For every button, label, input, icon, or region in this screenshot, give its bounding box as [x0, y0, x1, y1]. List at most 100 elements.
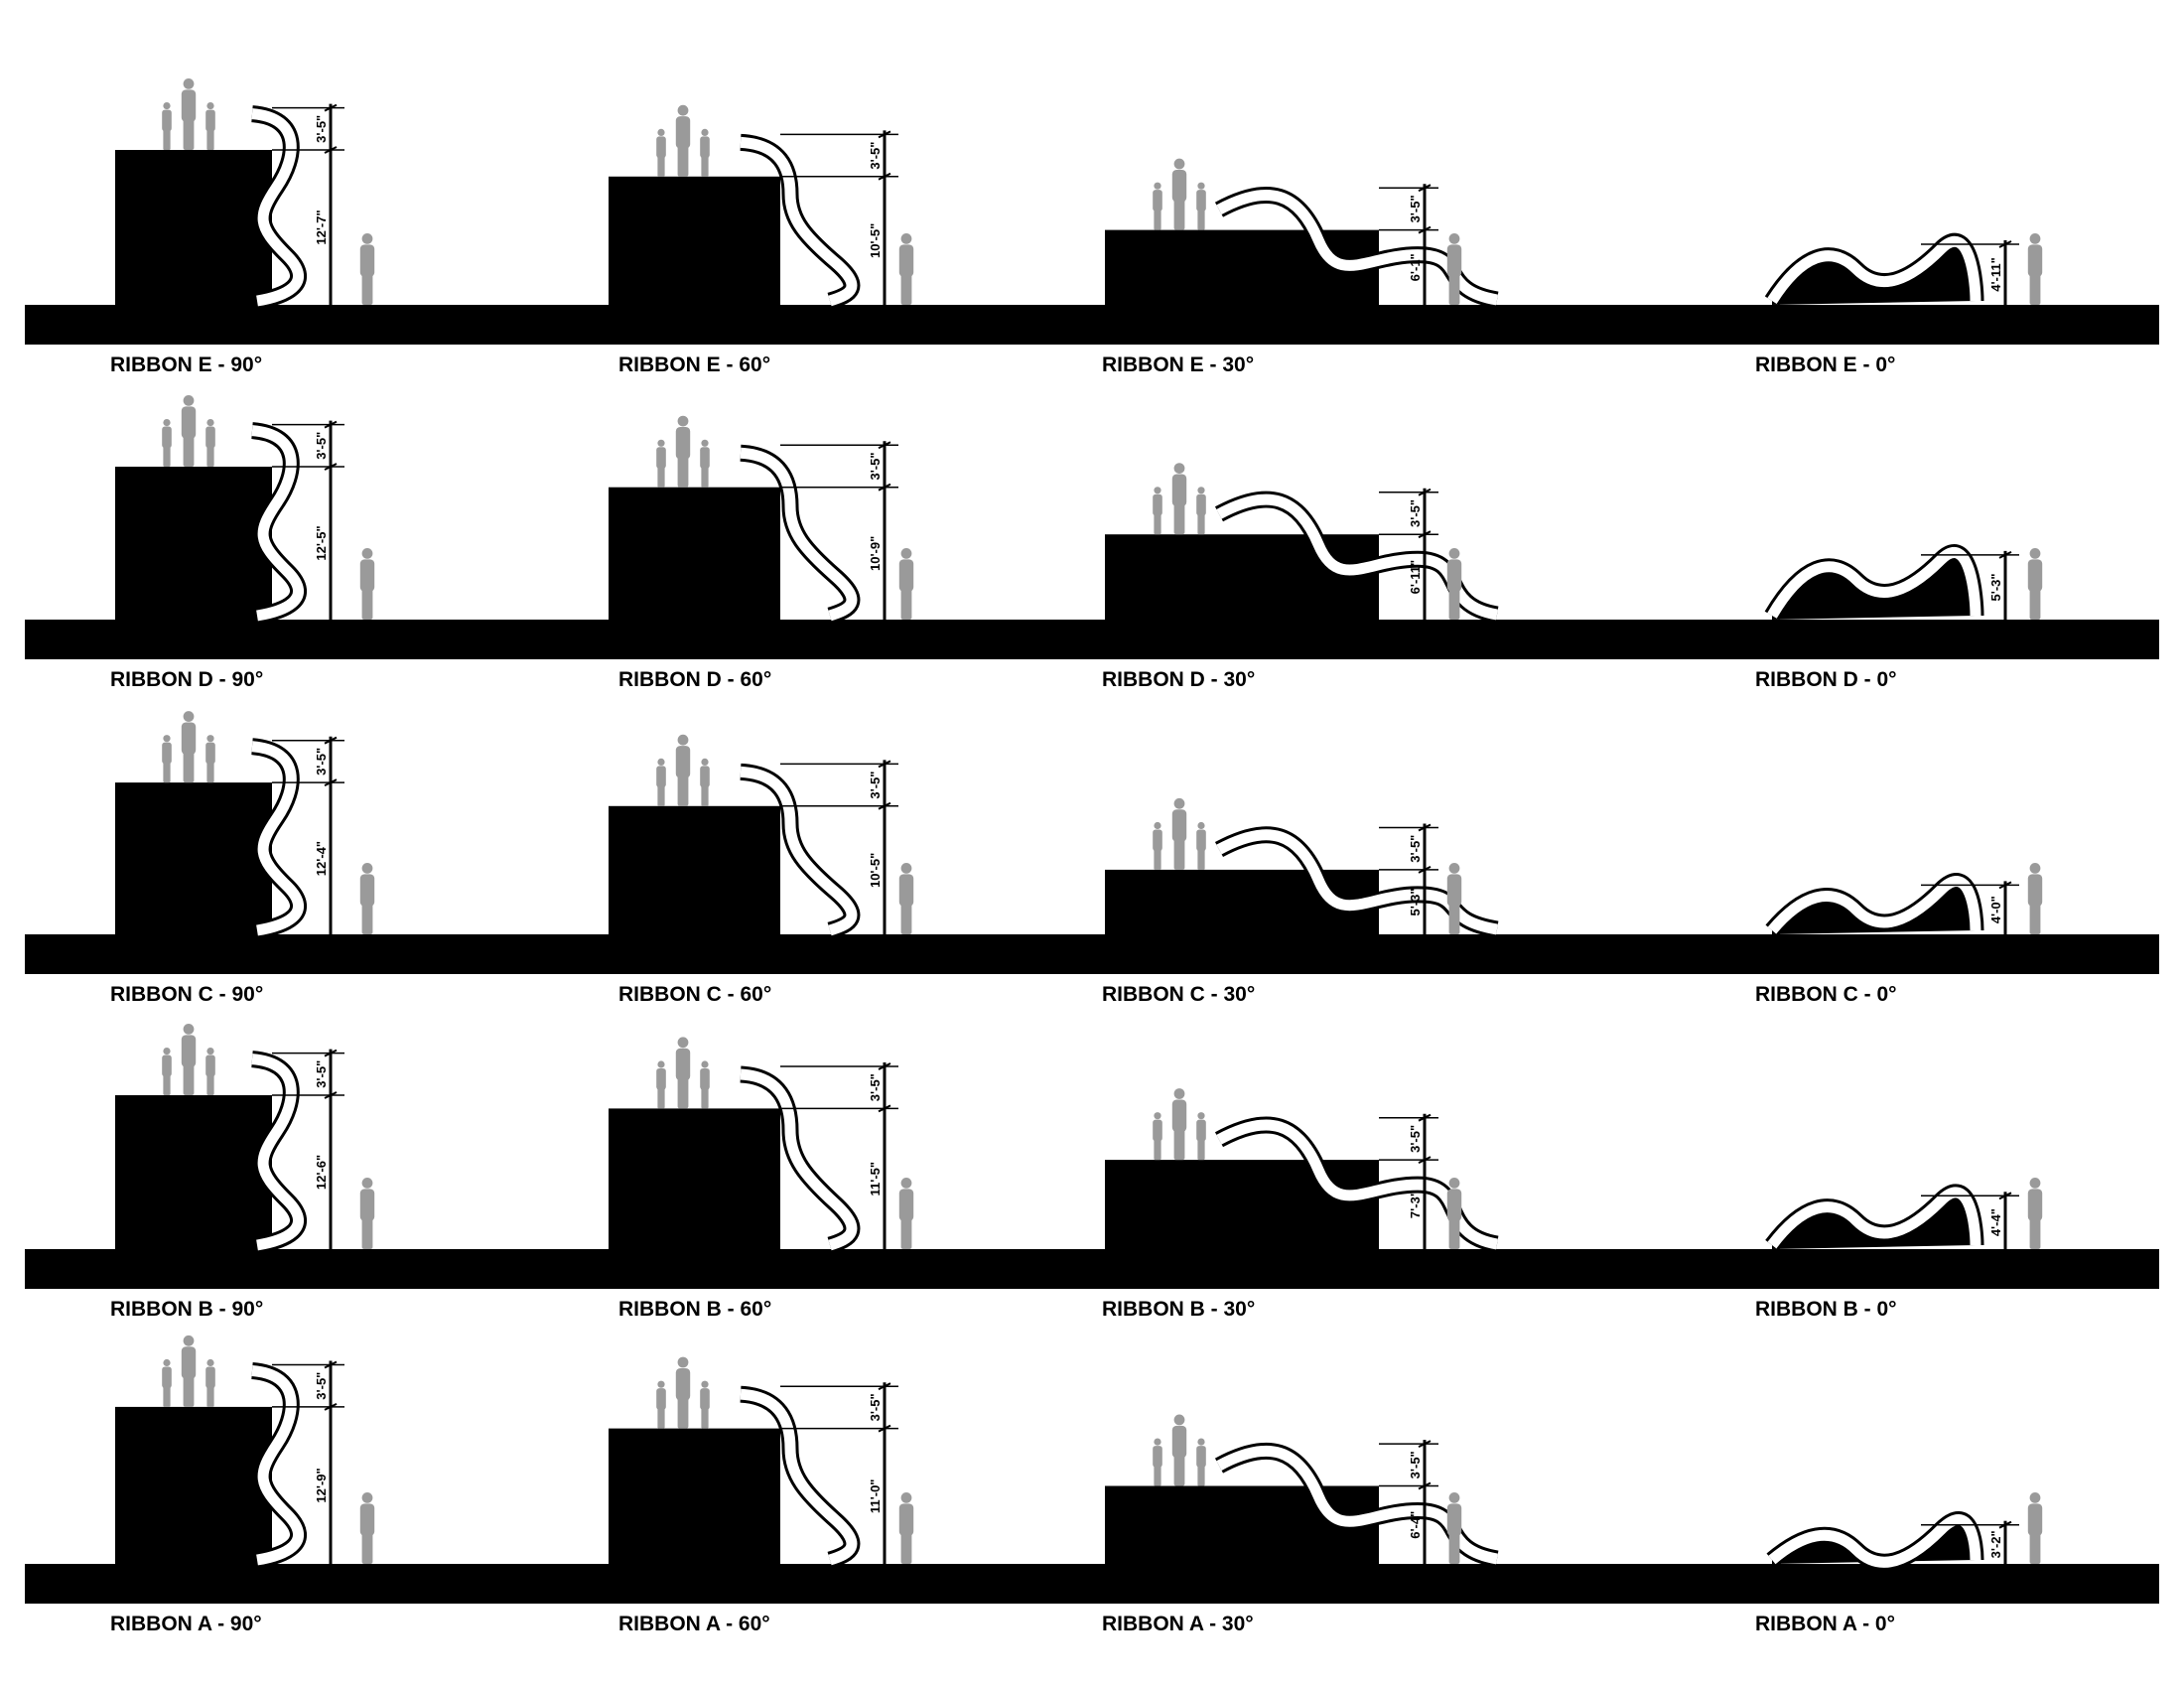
person-silhouette-icon: [1446, 1492, 1462, 1564]
person-head: [1154, 487, 1161, 494]
dimension-tick: [878, 760, 891, 769]
adult-figure: [181, 394, 197, 467]
person-head: [657, 128, 665, 136]
dimension-line: 4'-4": [1921, 1192, 2019, 1249]
person-legs: [677, 1075, 689, 1109]
person-head: [657, 758, 665, 766]
adult-figure: [675, 104, 691, 177]
adult-figure: [1171, 1414, 1187, 1486]
person-legs: [1173, 501, 1185, 535]
dimension-tick: [878, 441, 891, 450]
panel-d-1: 10'-9"3'-5"RIBBON D - 60°: [609, 415, 914, 691]
person-head: [677, 734, 689, 746]
family-silhouette-icon: [656, 1356, 710, 1429]
person-torso: [2027, 559, 2043, 592]
dimension-lower-text: 12'-5": [314, 525, 329, 560]
person-head: [183, 1024, 195, 1035]
dimension-upper-text: 3'-5": [868, 142, 883, 170]
dimension-line: 11'-5"3'-5": [780, 1061, 898, 1249]
ribbon-section: [740, 1065, 861, 1254]
person-legs: [1448, 902, 1460, 934]
child-figure: [656, 1060, 666, 1109]
panel-label: RIBBON C - 30°: [1102, 983, 1255, 1006]
person-legs: [677, 774, 689, 806]
panel-d-2: 6'-11"3'-5"RIBBON D - 30°: [1102, 463, 1499, 691]
person-legs: [1154, 512, 1161, 535]
dimension-lower-text: 6'-1": [1408, 253, 1423, 281]
ribbon-section: [740, 763, 861, 939]
person-legs: [900, 902, 912, 934]
person-silhouette-icon: [2027, 1492, 2043, 1564]
dimension-line: 5'-3"3'-5": [1379, 823, 1438, 934]
dimension-tick: [324, 463, 338, 471]
dimension-tick: [1418, 225, 1432, 234]
ribbon-body: [251, 1365, 304, 1566]
person-legs: [183, 1374, 195, 1407]
dimension-line: 12'-7"3'-5": [272, 103, 344, 305]
person-torso: [675, 1048, 691, 1081]
person-legs: [361, 902, 373, 934]
dimension-tick: [1998, 881, 2012, 890]
person-legs: [1197, 1138, 1205, 1161]
person-head: [1448, 863, 1460, 874]
dimension-lower-text: 6'-4": [1408, 1511, 1423, 1539]
person-legs: [677, 144, 689, 177]
panel-label: RIBBON A - 30°: [1102, 1613, 1254, 1635]
dimension-tick: [1418, 823, 1432, 832]
person-legs: [206, 1073, 214, 1095]
person-legs: [163, 1385, 171, 1407]
dimension-upper-text: 3'-5": [1408, 1125, 1423, 1153]
person-torso: [181, 1035, 197, 1067]
person-torso: [700, 136, 710, 158]
person-torso: [1446, 874, 1462, 907]
person-silhouette-icon: [898, 863, 914, 934]
dimension-tick: [1418, 1113, 1432, 1122]
dimension-lower-text: 5'-3": [1408, 888, 1423, 915]
person-torso: [1446, 559, 1462, 592]
ribbon-section: [250, 1362, 307, 1569]
terrain-block: [609, 805, 780, 934]
adult-figure: [181, 1335, 197, 1407]
panel-c-3: 4'-0"RIBBON C - 0°: [1755, 863, 2043, 1006]
person-head: [1197, 182, 1205, 190]
person-head: [1154, 182, 1161, 190]
dimension-lower-text: 10'-5": [868, 223, 883, 258]
person-legs: [657, 1407, 665, 1429]
ground-band: [25, 934, 2159, 974]
dimension-tick: [878, 1104, 891, 1113]
dimension-lower-text: 10'-9": [868, 536, 883, 571]
child-figure: [1196, 1112, 1206, 1161]
panel-label: RIBBON E - 30°: [1102, 353, 1254, 376]
person-torso: [1153, 493, 1162, 516]
person-head: [163, 1358, 171, 1367]
person-head: [2029, 548, 2041, 559]
dimension-upper-text: 3'-5": [868, 1393, 883, 1421]
person-torso: [656, 1388, 666, 1410]
terrain-block: [115, 150, 272, 305]
person-head: [183, 78, 195, 89]
dimension-line: 10'-9"3'-5": [780, 441, 898, 620]
child-figure: [1196, 487, 1206, 535]
dimension-lower-text: 12'-7": [314, 210, 329, 244]
panel-label: RIBBON A - 0°: [1755, 1613, 1895, 1635]
person-legs: [361, 1531, 373, 1564]
person-legs: [361, 587, 373, 620]
ribbon-body: [740, 1388, 858, 1566]
person-head: [1173, 1414, 1185, 1426]
person-torso: [181, 406, 197, 439]
panel-label: RIBBON D - 0°: [1755, 668, 1897, 691]
person-legs: [1173, 837, 1185, 870]
person-legs: [701, 466, 709, 488]
person-torso: [656, 447, 666, 469]
ribbon-section: [250, 1051, 307, 1254]
ribbon-body: [740, 1068, 858, 1251]
person-legs: [657, 784, 665, 806]
ribbon-section: [1766, 1511, 1984, 1571]
person-torso: [205, 1055, 215, 1077]
ribbon-body: [251, 741, 304, 936]
adult-figure: [675, 415, 691, 488]
person-torso: [656, 136, 666, 158]
person-head: [677, 104, 689, 116]
person-head: [1154, 1112, 1161, 1120]
panel-label: RIBBON E - 60°: [618, 353, 770, 376]
